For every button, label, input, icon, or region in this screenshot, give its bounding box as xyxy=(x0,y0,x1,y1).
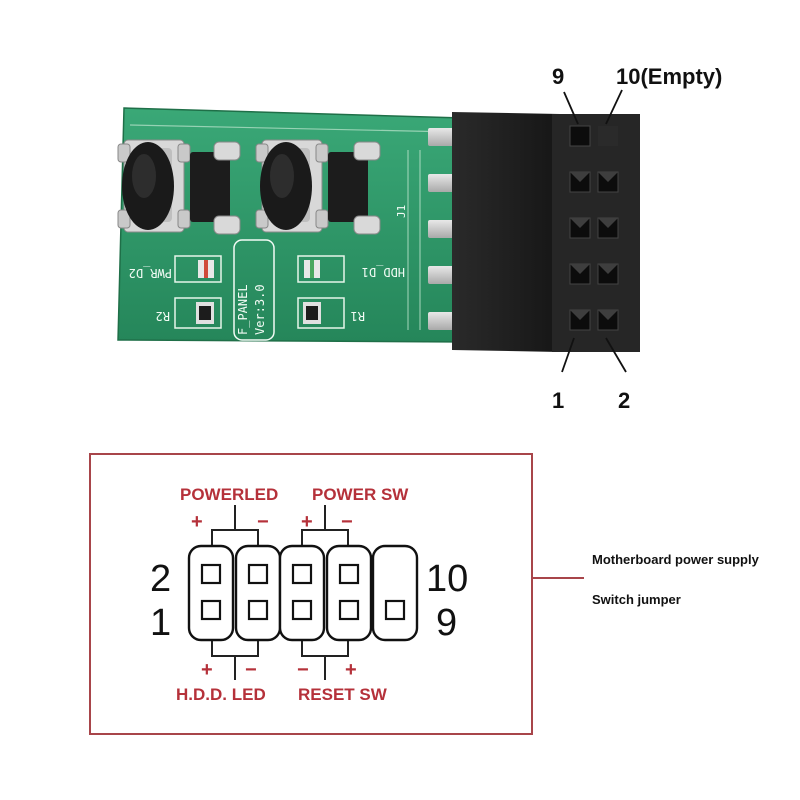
pcb-photo: PWR_D2 R2 HDD_D1 R1 F_PANEL Ver:3.0 J1 xyxy=(117,64,722,413)
polarity-minus-pwrsw: − xyxy=(341,511,353,533)
pin-callout-lines xyxy=(561,89,627,373)
group-label-power-sw: POWER SW xyxy=(312,485,409,504)
pin-housings xyxy=(187,544,419,642)
silk-hdd-d1: HDD_D1 xyxy=(362,265,405,279)
tact-switch-reset xyxy=(255,139,381,235)
pin-label-10-empty: 10(Empty) xyxy=(616,64,722,89)
led-pwr xyxy=(174,255,222,283)
resistor-r1 xyxy=(297,297,345,329)
pin-squares xyxy=(200,563,406,621)
pin-label-2: 2 xyxy=(618,388,630,413)
header-empty-position xyxy=(598,126,618,146)
group-label-powerled: POWERLED xyxy=(180,485,278,504)
polarity-plus-pwrsw: + xyxy=(301,511,313,533)
led-hdd xyxy=(297,255,345,283)
polarity-plus-hdd: + xyxy=(201,659,213,681)
group-label-reset-sw: RESET SW xyxy=(298,685,388,704)
polarity-minus-hdd: − xyxy=(245,659,257,681)
version-line1: F_PANEL xyxy=(236,284,250,335)
caption-line-2: Switch jumper xyxy=(592,592,681,607)
edge-pads xyxy=(428,128,454,330)
pcb-silk-lines xyxy=(129,124,456,330)
version-badge: F_PANEL Ver:3.0 xyxy=(233,239,275,341)
polarity-plus-pwrled: + xyxy=(191,511,203,533)
silk-r2: R2 xyxy=(156,309,170,323)
polarity-minus-reset: − xyxy=(297,659,309,681)
tact-switch-power xyxy=(117,139,241,235)
resistor-r2 xyxy=(174,297,222,329)
row-num-1: 1 xyxy=(150,602,171,644)
group-label-hdd-led: H.D.D. LED xyxy=(176,685,266,704)
row-num-9: 9 xyxy=(436,602,457,644)
silk-j1: J1 xyxy=(395,205,408,218)
row-num-2: 2 xyxy=(150,558,171,600)
pin-label-9: 9 xyxy=(552,64,564,89)
silk-pwr-d2: PWR_D2 xyxy=(129,266,172,280)
polarity-minus-pwrled: − xyxy=(257,511,269,533)
pin-header xyxy=(452,112,640,352)
row-num-10: 10 xyxy=(426,558,468,600)
version-line2: Ver:3.0 xyxy=(253,284,267,335)
caption-line-1: Motherboard power supply xyxy=(592,552,759,567)
pin-label-1: 1 xyxy=(552,388,564,413)
pinout-diagram: POWERLED POWER SW H.D.D. LED RESET SW + … xyxy=(89,453,584,735)
silk-r1: R1 xyxy=(351,309,365,323)
polarity-plus-reset: + xyxy=(345,659,357,681)
